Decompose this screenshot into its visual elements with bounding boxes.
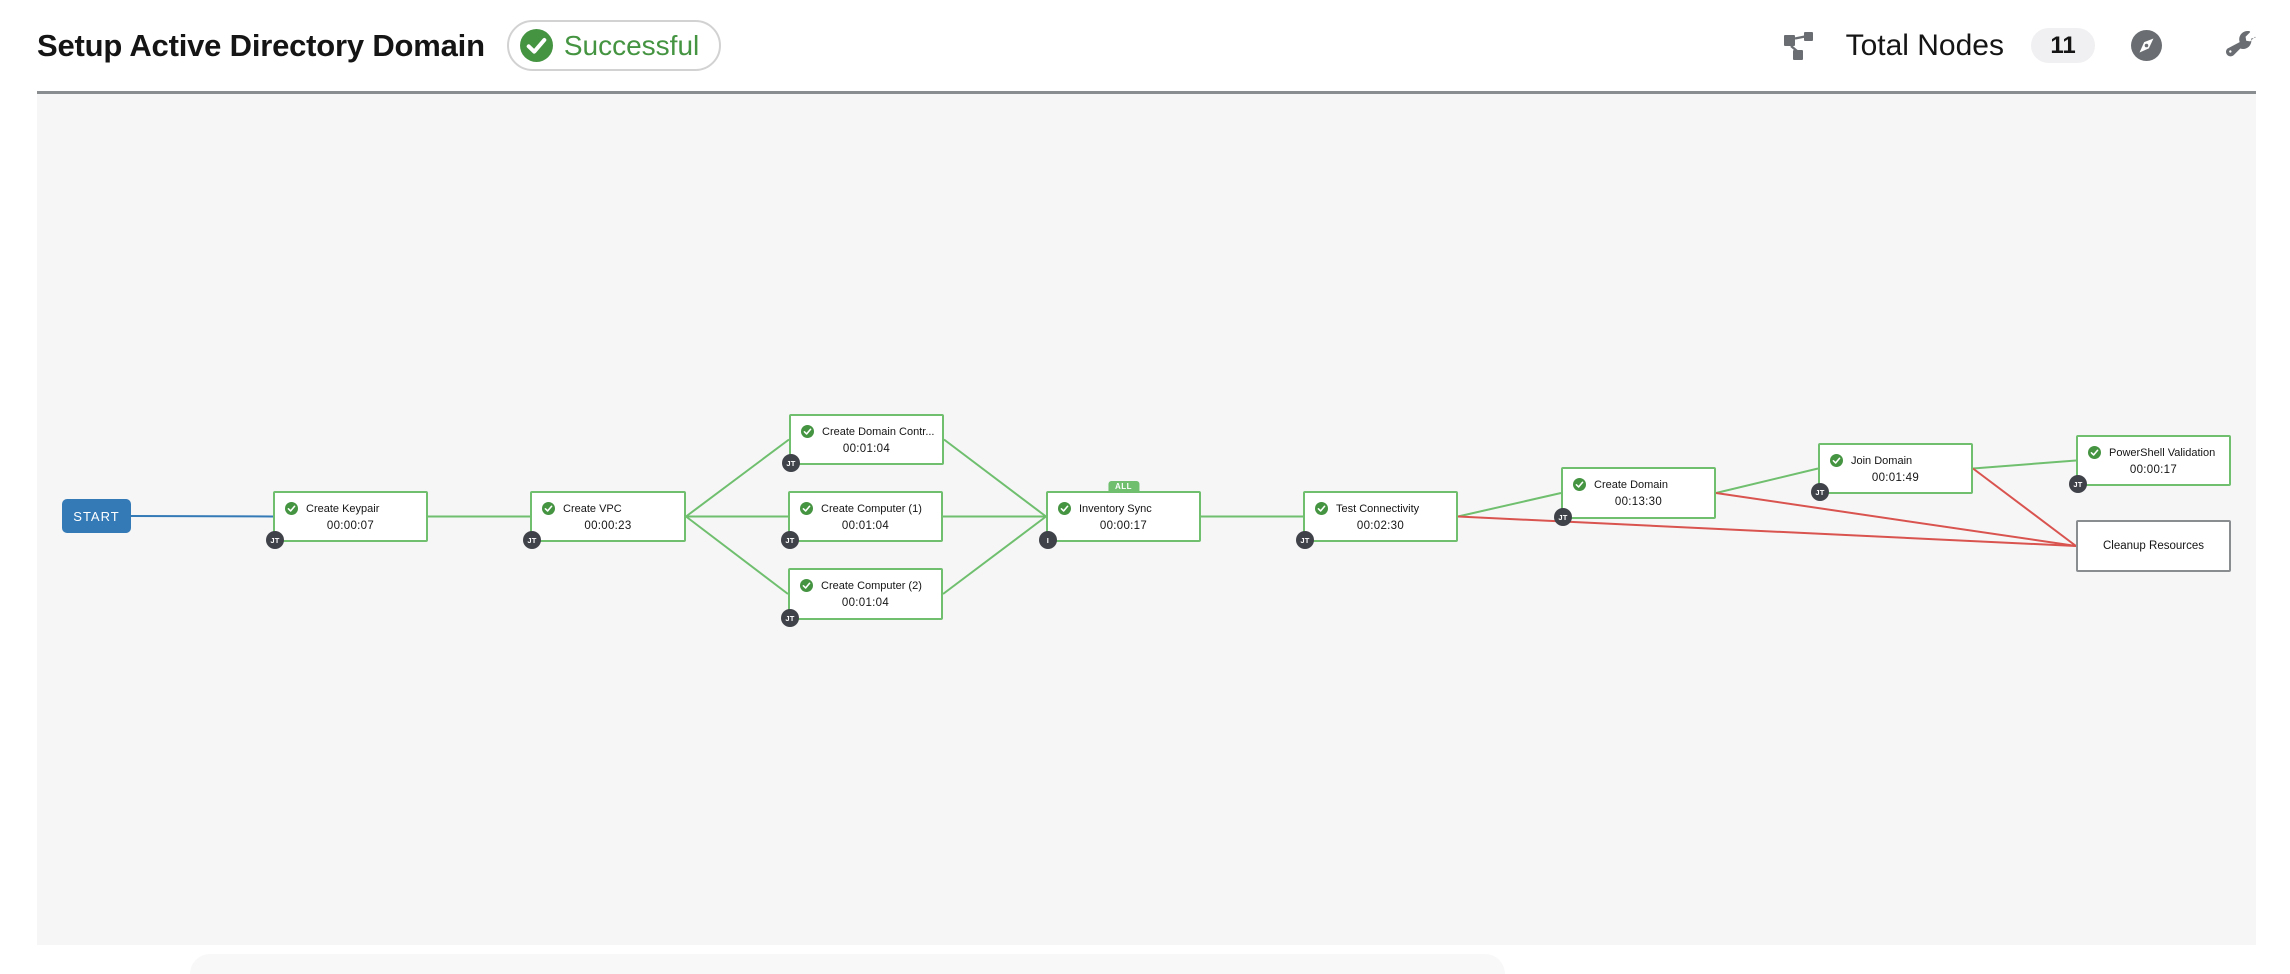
total-nodes-label: Total Nodes	[1845, 28, 2004, 62]
node-label: Cleanup Resources	[2102, 540, 2204, 552]
node-label: Join Domain	[1851, 454, 1913, 467]
edge-join_domain-to-powershell_validation	[1972, 459, 2077, 470]
edge-test_connectivity-to-cleanup_resources	[1457, 515, 2077, 547]
scroll-panel-edge	[190, 954, 1505, 974]
node-success-check-icon	[1573, 478, 1586, 491]
node-label: Create Computer (1)	[821, 502, 922, 515]
node-success-check-icon	[1315, 502, 1328, 515]
node-elapsed-time: 00:01:49	[1871, 472, 1920, 484]
check-circle-icon	[519, 29, 553, 62]
total-nodes-count: 11	[2031, 28, 2095, 63]
node-success-check-icon	[800, 579, 813, 592]
node-type-badge: JT	[781, 531, 799, 549]
node-success-check-icon	[1058, 502, 1071, 515]
node-success-check-icon	[1830, 454, 1843, 467]
node-elapsed-time: 00:00:23	[584, 520, 632, 532]
node-label: Test Connectivity	[1336, 502, 1420, 515]
node-type-badge: JT	[1554, 508, 1572, 526]
node-label: Create Domain	[1594, 478, 1668, 491]
header: Setup Active Directory Domain Successful	[37, 0, 2256, 91]
edge-start-to-create_keypair	[130, 515, 274, 518]
node-success-check-icon	[2088, 446, 2101, 459]
node-type-badge: JT	[781, 609, 799, 627]
node-elapsed-time: 00:01:04	[842, 443, 891, 455]
page-title: Setup Active Directory Domain	[37, 27, 485, 63]
header-toolbar: Total Nodes 11	[1783, 28, 2256, 63]
node-label: PowerShell Validation	[2109, 446, 2216, 459]
node-elapsed-time: 00:01:04	[841, 520, 890, 532]
edge-join_domain-to-cleanup_resources	[1972, 467, 2077, 547]
node-type-badge: JT	[266, 531, 284, 549]
edge-create_dc-to-inventory_sync	[943, 438, 1047, 518]
edge-create_vpc-to-create_dc	[685, 438, 790, 518]
workflow-node-cleanup_resources[interactable]: Cleanup Resources	[2076, 520, 2231, 572]
convergence-all-badge: ALL	[1107, 481, 1140, 493]
edge-create_domain-to-cleanup_resources	[1715, 492, 2077, 547]
node-elapsed-time: 00:00:07	[326, 520, 375, 532]
status-badge[interactable]: Successful	[506, 20, 722, 71]
node-type-badge: JT	[523, 531, 541, 549]
node-type-badge: JT	[782, 454, 800, 472]
edge-create_vpc-to-create_computer_2	[685, 515, 789, 595]
node-success-check-icon	[542, 502, 555, 515]
edge-create_computer_2-to-inventory_sync	[942, 515, 1047, 595]
node-label: Create Domain Contr...	[822, 425, 935, 438]
node-elapsed-time: 00:02:30	[1356, 520, 1405, 532]
wrench-icon[interactable]	[2226, 30, 2256, 61]
node-elapsed-time: 00:13:30	[1614, 496, 1663, 508]
node-elapsed-time: 00:00:17	[2129, 464, 2178, 476]
node-label: Create Keypair	[306, 502, 380, 515]
node-success-check-icon	[800, 502, 813, 515]
sitemap-icon	[1783, 31, 1815, 60]
status-label: Successful	[563, 29, 700, 61]
node-label: Inventory Sync	[1079, 502, 1152, 515]
compass-icon[interactable]	[2131, 30, 2162, 61]
node-elapsed-time: 00:01:04	[841, 597, 890, 609]
node-label: Create Computer (2)	[821, 579, 922, 592]
node-elapsed-time: 00:00:17	[1099, 520, 1148, 532]
node-type-badge: JT	[1811, 483, 1829, 501]
node-type-badge: JT	[1296, 531, 1314, 549]
edge-test_connectivity-to-create_domain	[1457, 492, 1562, 518]
workflow-start-node[interactable]: START	[62, 499, 131, 533]
node-type-badge: I	[1039, 531, 1057, 549]
node-label: Create VPC	[563, 502, 622, 515]
node-type-badge: JT	[2069, 475, 2087, 493]
node-success-check-icon	[801, 425, 814, 438]
edge-create_domain-to-join_domain	[1715, 467, 1819, 494]
node-success-check-icon	[285, 502, 298, 515]
